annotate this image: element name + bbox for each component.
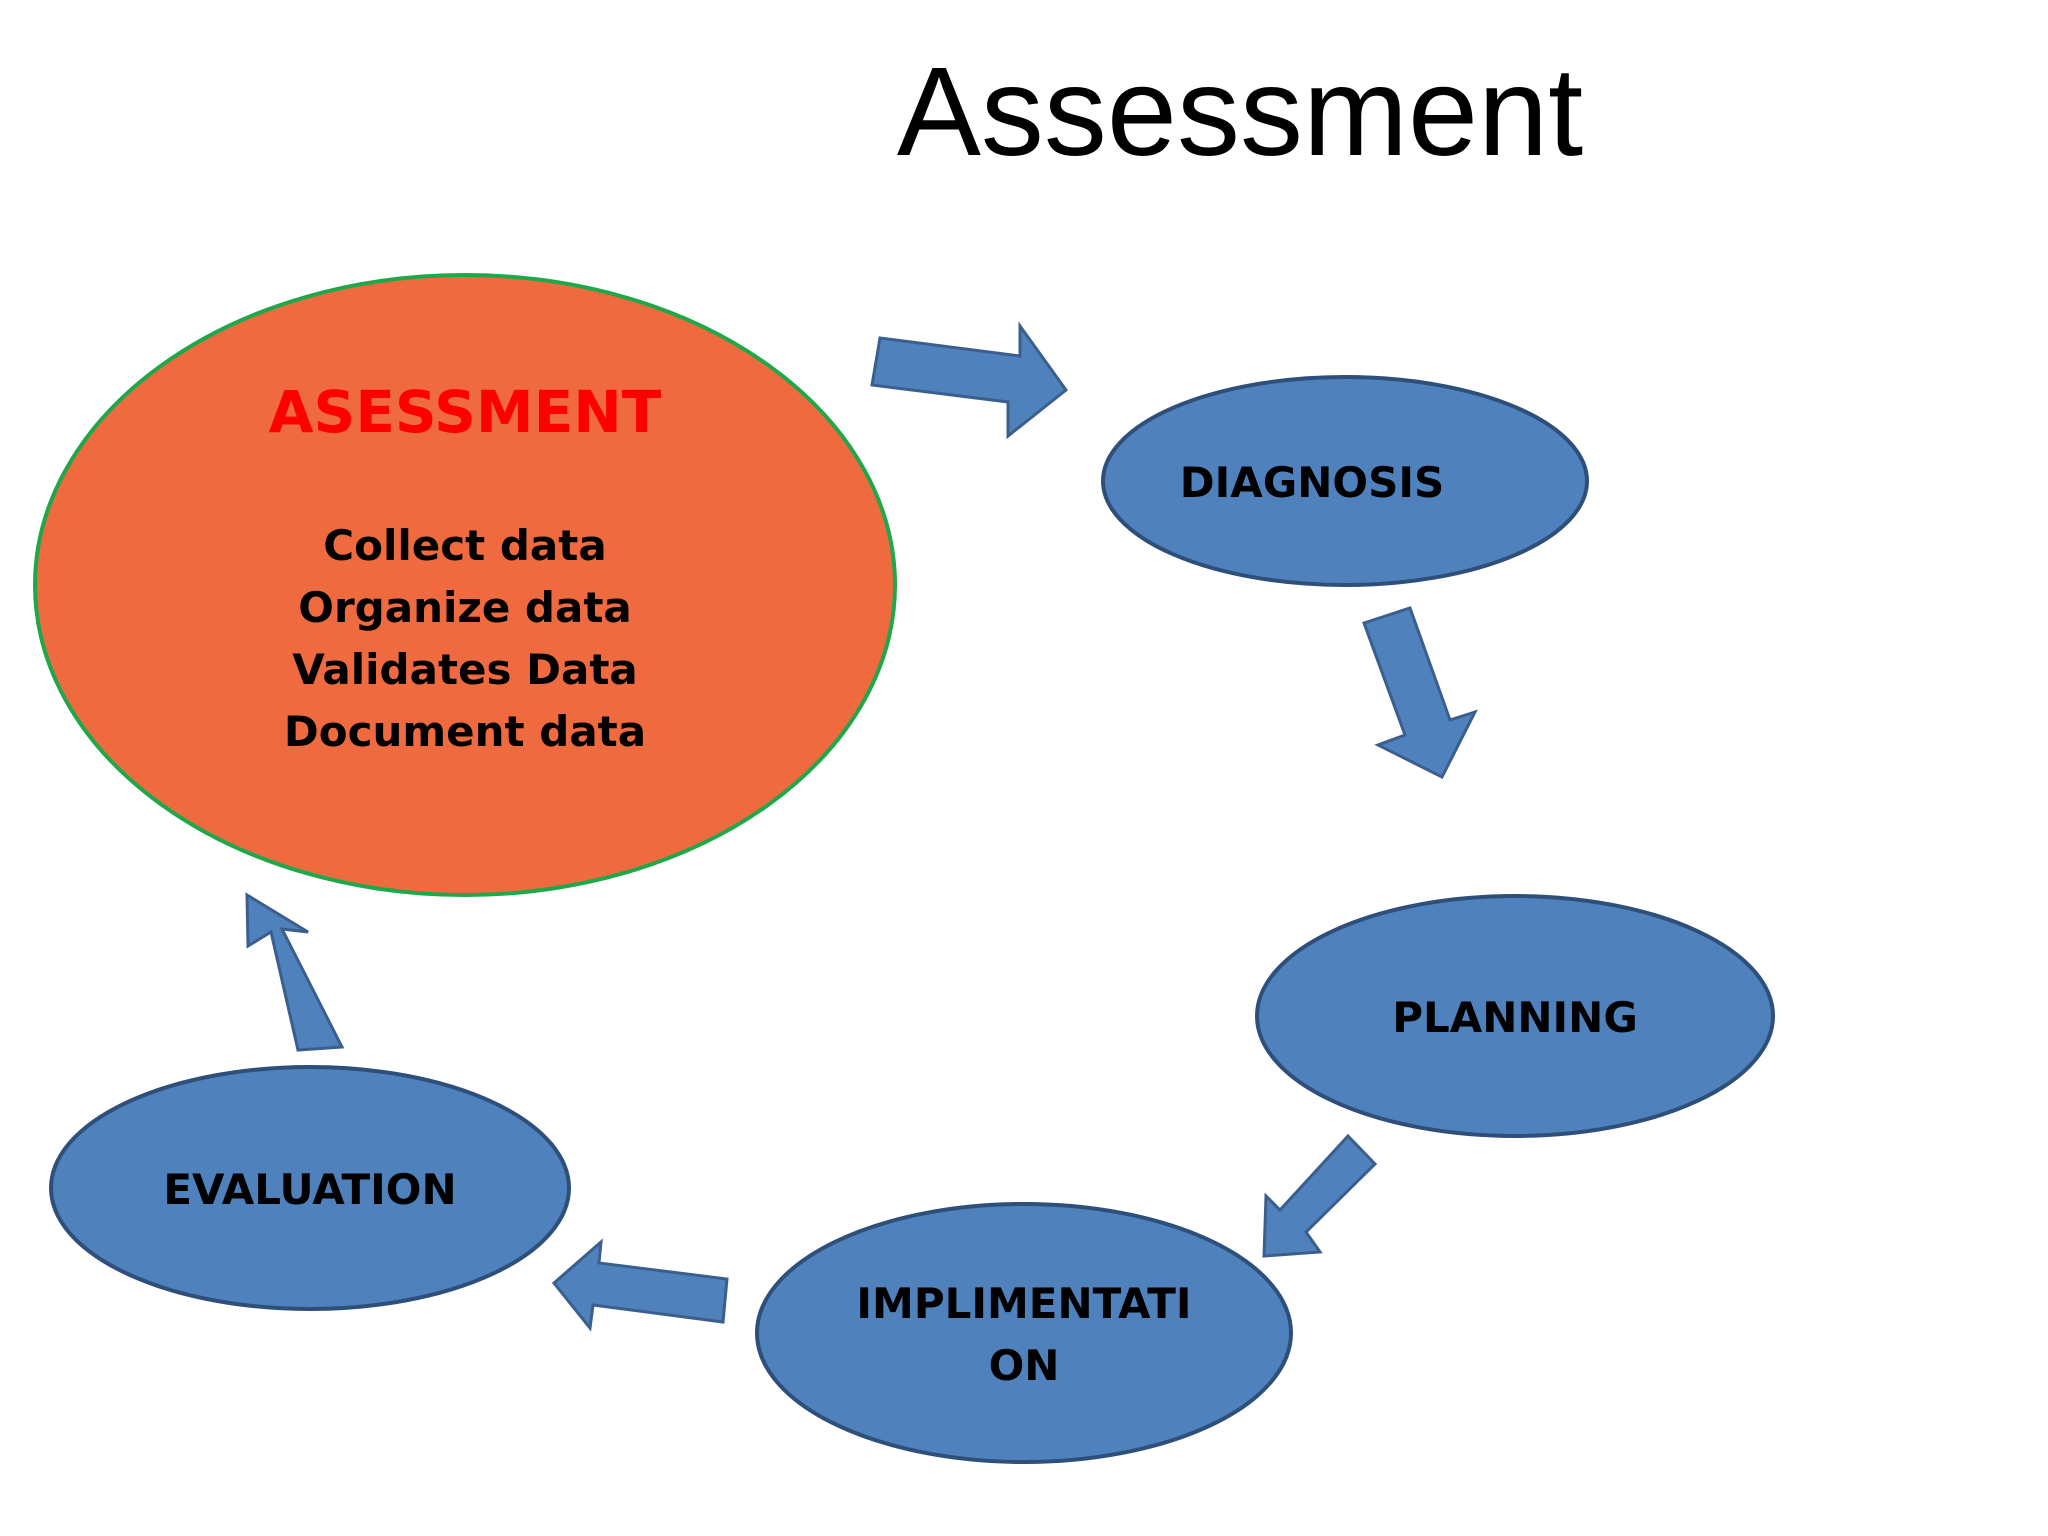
assessment-item-organize: Organize data	[298, 583, 632, 632]
arrow-right-icon	[870, 321, 1069, 440]
main-assessment-node: ASESSMENT Collect data Organize data Val…	[33, 273, 897, 897]
evaluation-ellipse	[49, 1065, 571, 1311]
evaluation-node: EVALUATION	[49, 1065, 571, 1311]
arrow-down-left-icon	[1262, 1133, 1378, 1258]
implementation-label-line2: ON	[989, 1341, 1060, 1390]
arrow-left-icon	[551, 1238, 729, 1332]
main-assessment-ellipse	[33, 273, 897, 897]
planning-ellipse	[1255, 894, 1775, 1138]
diagnosis-label: DIAGNOSIS	[1180, 458, 1444, 507]
diagnosis-ellipse	[1101, 375, 1589, 587]
diagnosis-node: DIAGNOSIS	[1101, 375, 1589, 587]
arrow-down-icon	[1362, 606, 1478, 780]
assessment-item-validate: Validates Data	[292, 645, 638, 694]
assessment-item-collect: Collect data	[323, 521, 606, 570]
implementation-label-line1: IMPLIMENTATI	[856, 1279, 1191, 1328]
planning-label: PLANNING	[1392, 993, 1638, 1042]
planning-node: PLANNING	[1255, 894, 1775, 1138]
implementation-node: IMPLIMENTATI ON	[755, 1202, 1293, 1464]
main-assessment-heading: ASESSMENT	[269, 378, 662, 446]
assessment-item-document: Document data	[284, 707, 646, 756]
evaluation-label: EVALUATION	[163, 1165, 456, 1214]
implementation-ellipse	[755, 1202, 1293, 1464]
page-title: Assessment	[897, 41, 1583, 182]
arrow-up-icon	[245, 892, 345, 1052]
